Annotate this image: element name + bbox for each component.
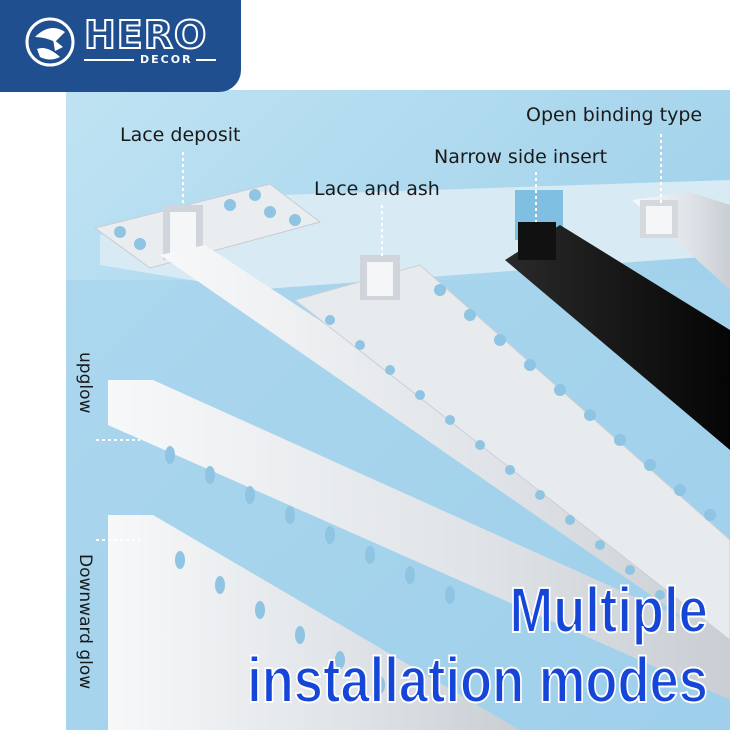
logo-divider bbox=[84, 59, 134, 61]
pointer-lines bbox=[96, 134, 662, 541]
label-lace-and-ash: Lace and ash bbox=[314, 178, 440, 200]
profile-upglow bbox=[108, 380, 730, 700]
headline-line-2: installation modes bbox=[246, 644, 708, 716]
headline-line-1: Multiple bbox=[509, 574, 709, 646]
label-downward-glow: Downward glow bbox=[75, 554, 95, 690]
brand-logo: HERO DECOR bbox=[0, 0, 241, 92]
profile-lace-and-ash bbox=[293, 255, 730, 641]
label-narrow-side-insert: Narrow side insert bbox=[434, 146, 608, 168]
label-lace-deposit: Lace deposit bbox=[120, 124, 241, 146]
brand-name: HERO bbox=[83, 13, 208, 57]
label-open-binding-type: Open binding type bbox=[526, 104, 703, 126]
profile-narrow-side-insert bbox=[505, 190, 730, 450]
profile-open-binding-type bbox=[632, 192, 730, 290]
profile-downward-glow bbox=[108, 515, 520, 730]
label-upglow: upglow bbox=[75, 352, 95, 414]
brand-sub: DECOR bbox=[140, 53, 193, 66]
logo-globe-icon bbox=[25, 17, 75, 67]
logo-divider bbox=[196, 59, 216, 61]
profile-lace-deposit bbox=[93, 183, 730, 650]
